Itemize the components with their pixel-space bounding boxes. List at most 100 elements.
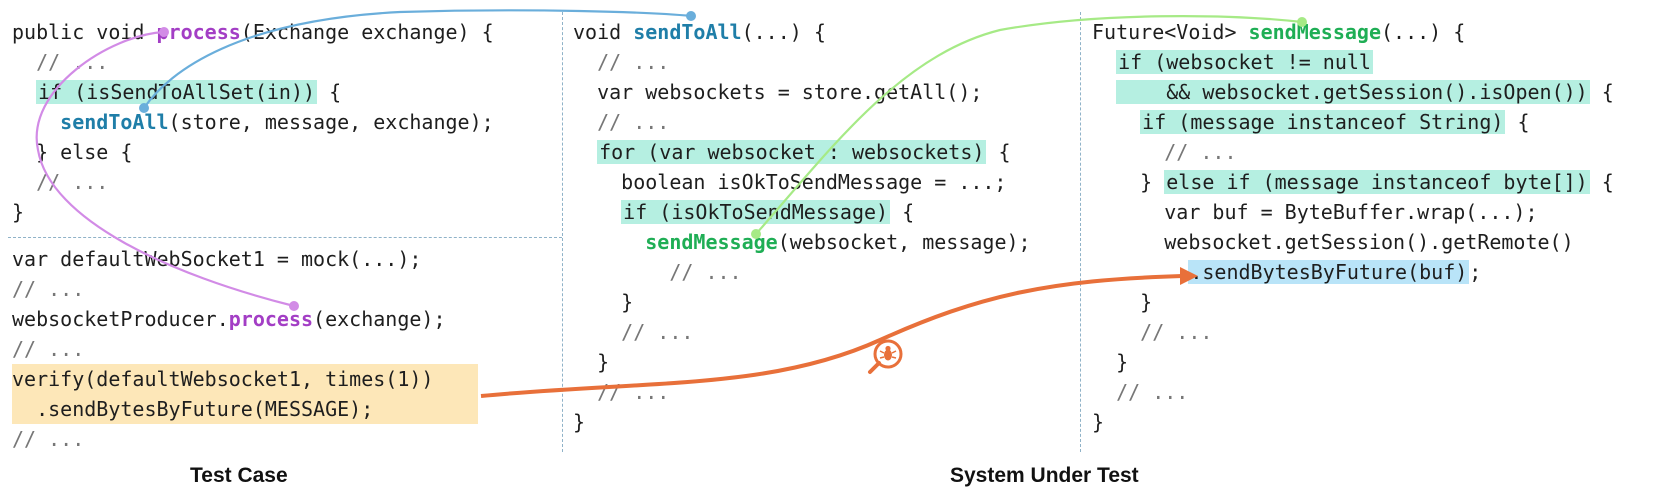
code-text: // ... <box>12 337 85 361</box>
code-line: if (isOkToSendMessage) { <box>573 197 914 227</box>
code-line: // ... <box>12 424 84 454</box>
code-text: } <box>573 410 586 434</box>
method-name: sendToAll <box>633 20 742 44</box>
code-line: // ... <box>1092 317 1212 347</box>
divider-right <box>1080 12 1081 452</box>
connector-send-message <box>755 15 1303 235</box>
code-line: // ... <box>573 257 742 287</box>
code-text: boolean isOkToSendMessage = ...; <box>573 170 1007 194</box>
code-line: public void process(Exchange exchange) { <box>12 17 494 47</box>
code-text: (store, message, exchange); <box>168 110 494 134</box>
code-text: } <box>1092 350 1129 374</box>
connector-verify-arrow <box>480 274 1183 398</box>
code-text: var websockets = store.getAll(); <box>573 80 983 104</box>
caption-test-case: Test Case <box>190 464 288 487</box>
method-name: sendMessage <box>1248 20 1381 44</box>
code-text: (exchange); <box>313 307 446 331</box>
arrowhead-icon <box>1180 267 1198 285</box>
code-text: { <box>317 80 342 104</box>
code-text: websocket.getSession().getRemote() <box>1092 230 1574 254</box>
connector-process-end-dot <box>289 301 299 311</box>
code-text: // ... <box>573 50 670 74</box>
highlighted-branch: if (message instanceof String) <box>1140 110 1506 134</box>
code-text: } <box>12 200 25 224</box>
divider-test-case <box>8 237 562 238</box>
code-text: { <box>1589 80 1614 104</box>
code-line: boolean isOkToSendMessage = ...; <box>573 167 1006 197</box>
code-text: websocketProducer. <box>12 307 229 331</box>
code-text: // ... <box>573 110 670 134</box>
highlighted-branch: if (isSendToAllSet(in)) <box>36 80 318 104</box>
connector-send-to-all-start-dot <box>139 103 149 113</box>
code-line: if (message instanceof String) { <box>1092 107 1530 137</box>
code-line: // ... <box>573 317 693 347</box>
test-case-process-code: public void process(Exchange exchange) {… <box>12 17 557 232</box>
code-line: } else if (message instanceof byte[]) { <box>1092 167 1614 197</box>
bug-magnifier-icon <box>868 339 903 374</box>
code-line: websocketProducer.process(exchange); <box>12 304 446 334</box>
code-text: verify(defaultWebsocket1, times(1)) <box>12 367 434 391</box>
method-name: process <box>156 20 241 44</box>
code-line: sendToAll(store, message, exchange); <box>12 107 494 137</box>
highlighted-branch: && websocket.getSession().isOpen()) <box>1116 80 1590 104</box>
code-line: for (var websocket : websockets) { <box>573 137 1011 167</box>
code-line: } <box>573 407 585 437</box>
code-text: var buf = ByteBuffer.wrap(...); <box>1092 200 1538 224</box>
code-text: ; <box>1469 260 1482 284</box>
code-line: // ... <box>12 334 84 364</box>
code-line: if (isSendToAllSet(in)) { <box>12 77 341 107</box>
highlighted-branch: for (var websocket : websockets) <box>597 140 987 164</box>
code-text: // ... <box>1092 140 1237 164</box>
code-line: var websockets = store.getAll(); <box>573 77 982 107</box>
highlighted-branch: if (isOkToSendMessage) <box>621 200 891 224</box>
code-text: { <box>1589 170 1614 194</box>
code-text: // ... <box>1092 320 1213 344</box>
highlighted-branch: else if (message instanceof byte[]) <box>1164 170 1590 194</box>
code-text: // ... <box>12 277 85 301</box>
code-line: // ... <box>573 107 669 137</box>
code-line: void sendToAll(...) { <box>573 17 826 47</box>
code-line: } <box>1092 347 1128 377</box>
code-line: } <box>573 287 633 317</box>
code-text: // ... <box>1092 380 1189 404</box>
code-text: var defaultWebSocket1 = mock(...); <box>12 247 422 271</box>
code-indent: } <box>1092 170 1165 194</box>
code-text: .sendBytesByFuture(MESSAGE); <box>12 397 374 421</box>
code-line: // ... <box>12 274 84 304</box>
send-to-all-code: void sendToAll(...) { // ... var websock… <box>573 17 1078 442</box>
code-text: // ... <box>573 260 742 284</box>
code-line: } <box>1092 407 1104 437</box>
code-line: // ... <box>573 47 669 77</box>
code-text: // ... <box>12 427 85 451</box>
code-line: websocket.getSession().getRemote() <box>1092 227 1574 257</box>
connector-send-message-start-dot <box>751 229 761 239</box>
code-text: } <box>1092 290 1153 314</box>
divider-left <box>562 12 563 452</box>
code-line: .sendBytesByFuture(MESSAGE); <box>12 394 478 424</box>
connector-send-to-all-end-dot <box>686 11 696 21</box>
code-text: } <box>573 290 634 314</box>
code-line: Future<Void> sendMessage(...) { <box>1092 17 1465 47</box>
connector-send-to-all <box>143 9 692 109</box>
code-line: var buf = ByteBuffer.wrap(...); <box>1092 197 1538 227</box>
caption-system-under-test: System Under Test <box>950 464 1139 487</box>
connector-process <box>35 30 295 308</box>
code-line: // ... <box>1092 377 1188 407</box>
code-text: // ... <box>573 320 694 344</box>
code-line: var defaultWebSocket1 = mock(...); <box>12 244 421 274</box>
code-text: } <box>1092 410 1105 434</box>
code-line: // ... <box>1092 137 1237 167</box>
code-text: public void <box>12 20 157 44</box>
code-text: (Exchange exchange) { <box>240 20 494 44</box>
code-text: } <box>573 350 610 374</box>
code-text: { <box>890 200 915 224</box>
code-line: if (websocket != null <box>1092 47 1373 77</box>
method-name: sendToAll <box>60 110 169 134</box>
send-message-code: Future<Void> sendMessage(...) { if (webs… <box>1092 17 1657 442</box>
code-text: // ... <box>12 50 109 74</box>
code-line: } <box>12 197 24 227</box>
code-line: .sendBytesByFuture(buf); <box>1092 257 1481 287</box>
connector-send-message-end-dot <box>1297 17 1307 27</box>
